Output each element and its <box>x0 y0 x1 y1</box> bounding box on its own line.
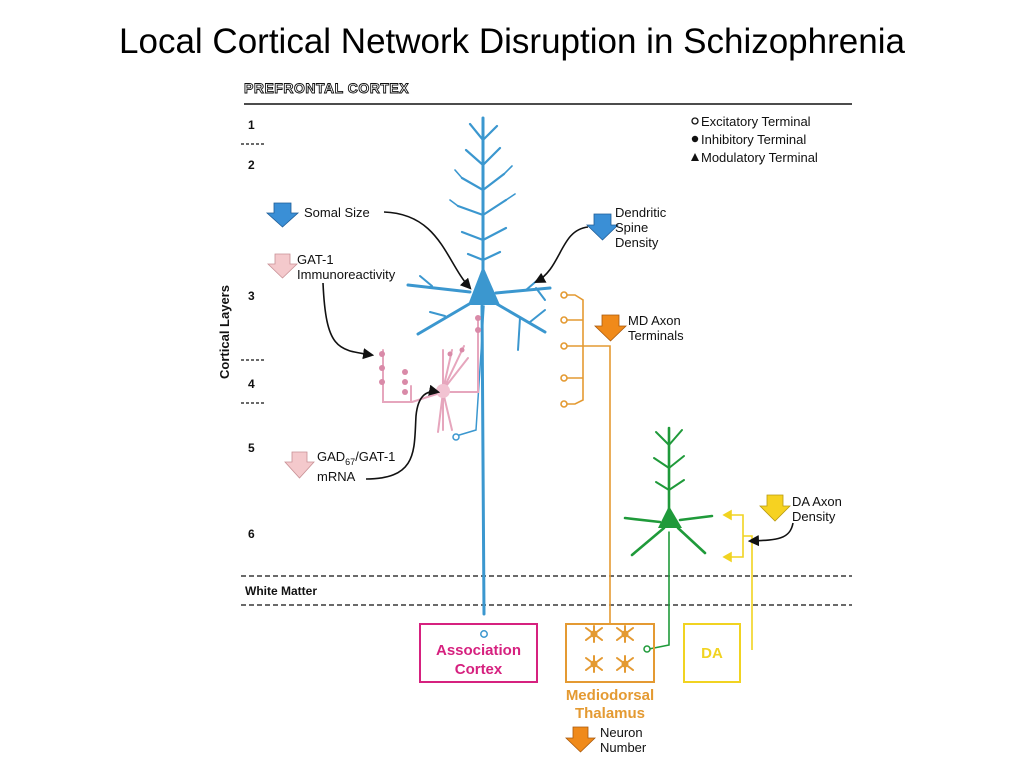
label-neuron-1: Neuron <box>600 725 643 740</box>
label-gad-main: GAD <box>317 449 345 464</box>
label-gad-subscript: 67 <box>345 457 355 467</box>
pyramidal-soma <box>468 266 500 305</box>
modulatory-terminal-icon <box>691 153 699 161</box>
da-box <box>683 623 741 683</box>
legend-excitatory: Excitatory Terminal <box>701 114 811 129</box>
da-axon-down-arrow-icon <box>759 494 791 522</box>
gad-down-arrow-icon <box>284 451 315 479</box>
layer-6-label: 6 <box>248 527 255 541</box>
label-gad-1: GAD67/GAT-1 <box>317 449 395 467</box>
interneurons <box>382 317 479 433</box>
layer-3-label: 3 <box>248 289 255 303</box>
thalamic-terminal <box>643 645 651 653</box>
legend: Excitatory Terminal Inhibitory Terminal … <box>691 114 818 165</box>
mediodorsal-label-1: Mediodorsal <box>566 687 654 704</box>
da-label: DA <box>701 645 723 662</box>
dendritic-connector <box>534 226 589 284</box>
thalamic-neuron-icons <box>585 625 634 673</box>
da-axon-terminals <box>722 509 753 650</box>
association-label-1: Association <box>436 642 521 659</box>
label-gad-2: mRNA <box>317 469 356 484</box>
label-gad-rest: /GAT-1 <box>355 449 395 464</box>
cortical-layers-axis-label: Cortical Layers <box>217 285 232 379</box>
label-somal-size: Somal Size <box>304 205 370 220</box>
label-dendritic-1: Dendritic <box>615 205 667 220</box>
layer-labels: 1 2 3 4 5 6 <box>248 118 255 541</box>
label-md-axon-2: Terminals <box>628 328 684 343</box>
white-matter-label: White Matter <box>245 584 317 598</box>
pyramidal-axon-terminal <box>452 433 460 441</box>
gat1-connector <box>322 282 375 360</box>
association-cortex-box <box>419 623 538 683</box>
inhibitory-terminal-icon <box>691 135 699 143</box>
label-da-axon-2: Density <box>792 509 836 524</box>
label-gat1-1: GAT-1 <box>297 252 334 267</box>
inhibitory-terminals <box>379 315 481 395</box>
layer-5-label: 5 <box>248 441 255 455</box>
gat1-down-arrow-icon <box>267 253 298 279</box>
association-input-terminal <box>480 630 488 638</box>
label-dendritic-3: Density <box>615 235 659 250</box>
somal-size-connector <box>383 211 472 290</box>
green-neuron-soma <box>658 506 682 528</box>
da-axon-connector <box>747 522 794 547</box>
label-dendritic-2: Spine <box>615 220 648 235</box>
prefrontal-cortex-header: PREFRONTAL CORTEX <box>244 80 409 96</box>
layer-2-label: 2 <box>248 158 255 172</box>
interneuron-soma <box>436 384 450 398</box>
mediodorsal-label-2: Thalamus <box>575 705 645 722</box>
slide-title: Local Cortical Network Disruption in Sch… <box>119 22 905 61</box>
neuron-number-down-arrow-icon <box>565 726 596 753</box>
gad-connector <box>365 384 441 480</box>
md-axon-terminals <box>560 291 611 624</box>
mediodorsal-thalamus-box <box>565 623 655 683</box>
label-gat1-2: Immunoreactivity <box>297 267 396 282</box>
layer-boundaries <box>241 143 265 404</box>
label-da-axon-1: DA Axon <box>792 494 842 509</box>
layer-4-label: 4 <box>248 377 255 391</box>
md-axon-down-arrow-icon <box>594 314 627 342</box>
label-neuron-2: Number <box>600 740 647 755</box>
thalamic-projection-neuron <box>623 426 714 650</box>
pyramidal-neuron <box>406 116 552 616</box>
legend-modulatory: Modulatory Terminal <box>701 150 818 165</box>
legend-inhibitory: Inhibitory Terminal <box>701 132 806 147</box>
excitatory-terminal-icon <box>691 117 699 125</box>
layer-1-label: 1 <box>248 118 255 132</box>
label-md-axon-1: MD Axon <box>628 313 681 328</box>
somal-size-down-arrow-icon <box>265 202 300 228</box>
association-label-2: Cortex <box>455 661 503 678</box>
dendritic-down-arrow-icon <box>586 213 619 241</box>
